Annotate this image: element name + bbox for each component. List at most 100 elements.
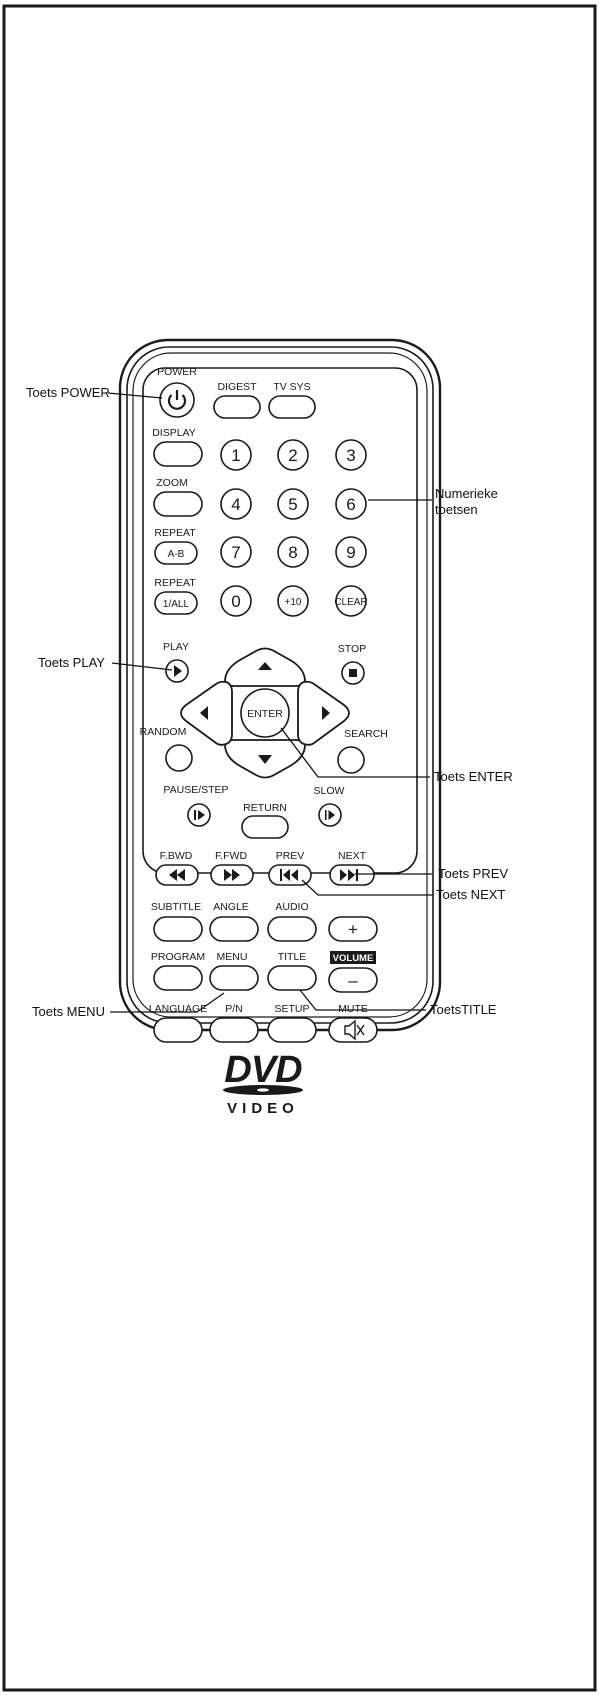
dvd-video-logo: DVD VIDEO [223, 1049, 303, 1117]
search-button[interactable] [337, 746, 365, 774]
setup-label: SETUP [274, 1003, 309, 1015]
svg-text:3: 3 [346, 446, 355, 465]
volume-down-button[interactable]: – [328, 967, 378, 993]
up-arrow-button[interactable] [224, 647, 306, 687]
slow-button[interactable] [318, 803, 342, 827]
callout-play: Toets PLAY [38, 655, 105, 670]
svg-text:4: 4 [231, 495, 240, 514]
enter-label: ENTER [247, 708, 283, 720]
left-column: DISPLAY ZOOM REPEAT A-B REPEAT 1/ALL [152, 427, 203, 615]
pause-step-button[interactable] [187, 803, 211, 827]
right-arrow-icon [322, 706, 330, 720]
pause-step-icon [194, 810, 205, 820]
callout-title: ToetsTITLE [430, 1002, 497, 1017]
title-button[interactable] [267, 965, 317, 991]
stop-button[interactable] [341, 661, 365, 685]
rewind-icon [169, 869, 185, 881]
enter-button[interactable]: ENTER [240, 688, 290, 738]
left-arrow-icon [200, 706, 208, 720]
angle-button[interactable] [209, 916, 259, 942]
random-button[interactable] [165, 744, 193, 772]
dvd-logo-text: DVD [224, 1049, 302, 1091]
power-label: POWER [157, 366, 197, 378]
program-label: PROGRAM [151, 951, 205, 963]
svg-text:2: 2 [288, 446, 297, 465]
repeat-all-button[interactable] [154, 591, 198, 615]
up-arrow-icon [258, 662, 272, 670]
stop-icon [349, 669, 357, 677]
fast-forward-icon [224, 869, 240, 881]
pn-label: P/N [225, 1003, 243, 1015]
speaker-muted-icon [344, 1019, 365, 1041]
svg-text:1: 1 [231, 446, 240, 465]
number-key-4[interactable]: 4 [220, 488, 252, 520]
display-button[interactable] [153, 441, 203, 467]
zoom-label: ZOOM [156, 477, 188, 489]
callout-line-power [107, 392, 163, 399]
repeat-all-key-text: 1/ALL [163, 599, 190, 610]
svg-text:5: 5 [288, 495, 297, 514]
number-key-6[interactable]: 6 [335, 488, 367, 520]
subtitle-button[interactable] [153, 916, 203, 942]
mute-button[interactable] [328, 1017, 378, 1043]
pause-step-label: PAUSE/STEP [163, 784, 228, 796]
random-label: RANDOM [140, 726, 187, 738]
program-button[interactable] [153, 965, 203, 991]
ffwd-button[interactable] [210, 864, 254, 886]
video-logo-text: VIDEO [227, 1100, 299, 1117]
repeat-ab-button[interactable] [154, 541, 198, 565]
top-row: POWER DIGEST TV SYS [157, 366, 316, 419]
return-label: RETURN [243, 802, 287, 814]
callout-menu: Toets MENU [32, 1004, 105, 1019]
repeat-ab-label: REPEAT [154, 527, 196, 539]
title-label: TITLE [278, 951, 307, 963]
callout-line-play [111, 662, 173, 671]
language-button[interactable] [153, 1017, 203, 1043]
digest-label: DIGEST [217, 381, 257, 393]
volume-up-button[interactable]: + [328, 916, 378, 942]
repeat-all-label: REPEAT [154, 577, 196, 589]
prev-label: PREV [276, 850, 305, 862]
zoom-button[interactable] [153, 491, 203, 517]
number-key-9[interactable]: 9 [335, 536, 367, 568]
svg-text:+10: +10 [285, 597, 302, 608]
stop-label: STOP [338, 643, 366, 655]
down-arrow-button[interactable] [224, 739, 306, 779]
number-key-8[interactable]: 8 [277, 536, 309, 568]
play-button[interactable] [165, 659, 189, 683]
tv-sys-button[interactable] [268, 395, 316, 419]
callout-line-title [299, 989, 426, 1011]
mute-label: MUTE [338, 1003, 368, 1015]
audio-button[interactable] [267, 916, 317, 942]
right-arrow-button[interactable] [297, 680, 350, 746]
volume-badge [330, 951, 376, 964]
play-icon [174, 665, 182, 677]
ffwd-label: F.FWD [215, 850, 247, 862]
power-button[interactable] [159, 382, 195, 418]
number-key-7[interactable]: 7 [220, 536, 252, 568]
pn-button[interactable] [209, 1017, 259, 1043]
number-key-2[interactable]: 2 [277, 439, 309, 471]
callout-power: Toets POWER [26, 385, 110, 400]
svg-text:CLEAR: CLEAR [334, 597, 367, 608]
digest-button[interactable] [213, 395, 261, 419]
left-arrow-button[interactable] [180, 680, 233, 746]
language-label: LANGUAGE [149, 1003, 207, 1015]
number-key-0[interactable]: 0 [220, 585, 252, 617]
number-key-3[interactable]: 3 [335, 439, 367, 471]
menu-button[interactable] [209, 965, 259, 991]
clear-key[interactable]: CLEAR [334, 585, 368, 617]
number-key-5[interactable]: 5 [277, 488, 309, 520]
plus-ten-key[interactable]: +10 [277, 585, 309, 617]
callout-enter: Toets ENTER [434, 769, 513, 784]
minus-icon: – [348, 971, 358, 990]
direction-pad: ENTER [180, 647, 350, 779]
number-key-1[interactable]: 1 [220, 439, 252, 471]
setup-button[interactable] [267, 1017, 317, 1043]
play-label: PLAY [163, 641, 189, 653]
return-button[interactable] [241, 815, 289, 839]
next-button[interactable] [329, 864, 375, 886]
prev-button[interactable] [268, 864, 312, 886]
svg-text:8: 8 [288, 543, 297, 562]
fbwd-button[interactable] [155, 864, 199, 886]
